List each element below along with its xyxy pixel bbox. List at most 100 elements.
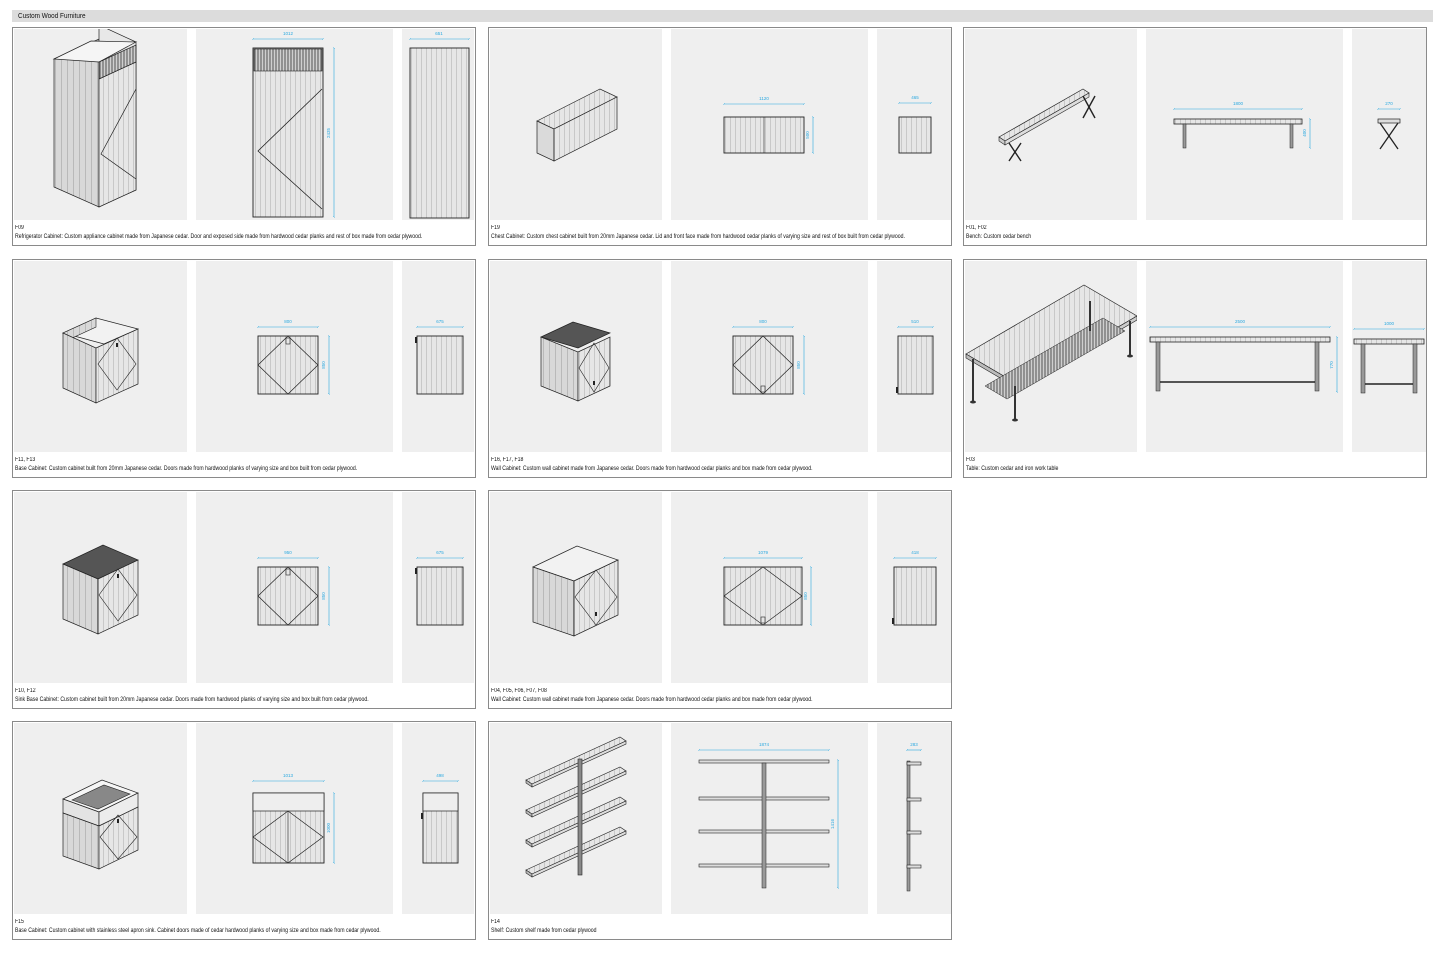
dim-width: 1874 bbox=[759, 742, 770, 747]
item-description: Sink Base Cabinet: Custom cabinet built … bbox=[15, 697, 369, 703]
side-view: 498 bbox=[402, 723, 474, 914]
side-view: 510 bbox=[877, 261, 951, 452]
furniture-card-chest: 1120 500 465 F19 Chest Cabinet: Custom c… bbox=[488, 27, 952, 246]
isometric-view bbox=[14, 492, 187, 683]
front-view: 1800 400 bbox=[1146, 29, 1343, 220]
front-view: 1079 850 bbox=[671, 492, 868, 683]
dim-width: 800 bbox=[759, 319, 767, 324]
dim-width: 1120 bbox=[759, 96, 769, 101]
dim-height: 500 bbox=[805, 131, 810, 139]
item-code: F10, F12 bbox=[15, 688, 36, 694]
dim-height: 1000 bbox=[326, 822, 331, 833]
front-view: 1012 2435 bbox=[196, 29, 393, 220]
side-view: 418 bbox=[877, 492, 951, 683]
dim-height: 850 bbox=[796, 361, 801, 369]
dim-depth: 510 bbox=[911, 319, 919, 324]
item-code: F16, F17, F18 bbox=[491, 457, 524, 463]
furniture-card-refrigerator: 1012 2435 651 F09 Refrigerator Cabinet: … bbox=[12, 27, 476, 246]
card-caption: F19 Chest Cabinet: Custom chest cabinet … bbox=[491, 224, 905, 242]
dim-width: 1079 bbox=[758, 550, 769, 555]
dim-width: 1013 bbox=[283, 773, 294, 778]
card-caption: F10, F12 Sink Base Cabinet: Custom cabin… bbox=[15, 687, 402, 705]
dim-height: 850 bbox=[321, 592, 326, 600]
front-view: 1120 500 bbox=[671, 29, 868, 220]
front-view: 1874 1416 bbox=[671, 723, 868, 914]
dim-height: 850 bbox=[321, 361, 326, 369]
item-description: Table: Custom cedar and iron work table bbox=[966, 466, 1059, 472]
dim-depth: 651 bbox=[435, 31, 443, 36]
item-code: F03 bbox=[966, 457, 975, 463]
item-code: F14 bbox=[491, 919, 500, 925]
side-view: 1000 bbox=[1352, 261, 1426, 452]
dim-height: 770 bbox=[1329, 361, 1334, 369]
dim-depth: 270 bbox=[1385, 101, 1393, 106]
isometric-view bbox=[965, 29, 1137, 220]
isometric-view bbox=[490, 29, 662, 220]
dim-depth: 418 bbox=[911, 550, 919, 555]
item-description: Chest Cabinet: Custom chest cabinet buil… bbox=[491, 234, 905, 240]
dim-width: 950 bbox=[284, 550, 292, 555]
card-caption: F16, F17, F18 Wall Cabinet: Custom wall … bbox=[491, 456, 878, 474]
item-description: Wall Cabinet: Custom wall cabinet made f… bbox=[491, 466, 813, 472]
dim-width: 1012 bbox=[283, 31, 294, 36]
page-title: Custom Wood Furniture bbox=[18, 11, 86, 20]
isometric-view bbox=[14, 723, 187, 914]
page-header: Custom Wood Furniture bbox=[12, 10, 1433, 22]
furniture-card-base-cabinet-sink: 1013 1000 498 F15 Base Cabinet: Custom c… bbox=[12, 721, 476, 940]
furniture-card-base-cabinet: 800 850 675 F11, F13 Base Cabinet: Custo… bbox=[12, 259, 476, 478]
dim-height: 1416 bbox=[830, 818, 835, 829]
dim-width: 1800 bbox=[1233, 101, 1244, 106]
dim-height: 2435 bbox=[326, 127, 331, 138]
side-view: 465 bbox=[877, 29, 951, 220]
item-code: F11, F13 bbox=[15, 457, 36, 463]
item-description: Shelf: Custom shelf made from cedar plyw… bbox=[491, 928, 597, 934]
dim-height: 850 bbox=[803, 592, 808, 600]
isometric-view bbox=[490, 261, 662, 452]
dim-width: 800 bbox=[284, 319, 292, 324]
item-description: Wall Cabinet: Custom wall cabinet made f… bbox=[491, 697, 813, 703]
side-view: 651 bbox=[402, 29, 474, 220]
card-caption: F04, F05, F06, F07, F08 Wall Cabinet: Cu… bbox=[491, 687, 878, 705]
item-code: F15 bbox=[15, 919, 24, 925]
side-view: 283 bbox=[877, 723, 951, 914]
front-view: 2500 770 bbox=[1146, 261, 1343, 452]
front-view: 950 850 bbox=[196, 492, 393, 683]
dim-height: 400 bbox=[1302, 129, 1307, 137]
furniture-card-shelf: 1874 1416 283 F14 Shelf: Custom shelf ma… bbox=[488, 721, 952, 940]
item-description: Base Cabinet: Custom cabinet built from … bbox=[15, 466, 358, 472]
isometric-view bbox=[14, 261, 187, 452]
item-code: F09 bbox=[15, 225, 24, 231]
dim-depth: 1000 bbox=[1384, 321, 1395, 326]
side-view: 270 bbox=[1352, 29, 1426, 220]
isometric-view bbox=[965, 261, 1137, 452]
front-view: 800 850 bbox=[671, 261, 868, 452]
furniture-card-sink-base-cabinet: 950 850 675 F10, F12 Sink Base Cabinet: … bbox=[12, 490, 476, 709]
dim-depth: 465 bbox=[911, 95, 919, 100]
card-caption: F03 Table: Custom cedar and iron work ta… bbox=[966, 456, 1353, 474]
furniture-card-wall-cabinet-large: 1079 850 418 F04, F05, F06, F07, F08 Wal… bbox=[488, 490, 952, 709]
card-caption: F11, F13 Base Cabinet: Custom cabinet bu… bbox=[15, 456, 402, 474]
dim-depth: 675 bbox=[436, 319, 444, 324]
side-view: 675 bbox=[402, 261, 474, 452]
card-caption: F14 Shelf: Custom shelf made from cedar … bbox=[491, 918, 878, 936]
dim-width: 2500 bbox=[1235, 319, 1246, 324]
isometric-view bbox=[490, 723, 662, 914]
item-code: F19 bbox=[491, 225, 500, 231]
item-code: F04, F05, F06, F07, F08 bbox=[491, 688, 547, 694]
card-caption: F15 Base Cabinet: Custom cabinet with st… bbox=[15, 918, 402, 936]
isometric-view bbox=[14, 29, 187, 220]
dim-depth: 498 bbox=[436, 773, 444, 778]
item-description: Base Cabinet: Custom cabinet with stainl… bbox=[15, 928, 381, 934]
side-view: 675 bbox=[402, 492, 474, 683]
front-view: 1013 1000 bbox=[196, 723, 393, 914]
item-description: Bench: Custom cedar bench bbox=[966, 234, 1032, 240]
card-caption: F01, F02 Bench: Custom cedar bench bbox=[966, 224, 1353, 242]
dim-depth: 675 bbox=[436, 550, 444, 555]
isometric-view bbox=[490, 492, 662, 683]
furniture-card-table: 2500 770 1000 F03 Table: Custom cedar an… bbox=[963, 259, 1427, 478]
item-description: Refrigerator Cabinet: Custom appliance c… bbox=[15, 234, 423, 240]
furniture-card-wall-cabinet: 800 850 510 F16, F17, F18 Wall Cabinet: … bbox=[488, 259, 952, 478]
furniture-card-bench: 1800 400 270 F01, F02 Bench: Custom ceda… bbox=[963, 27, 1427, 246]
dim-depth: 283 bbox=[910, 742, 918, 747]
card-caption: F09 Refrigerator Cabinet: Custom applian… bbox=[15, 224, 423, 242]
